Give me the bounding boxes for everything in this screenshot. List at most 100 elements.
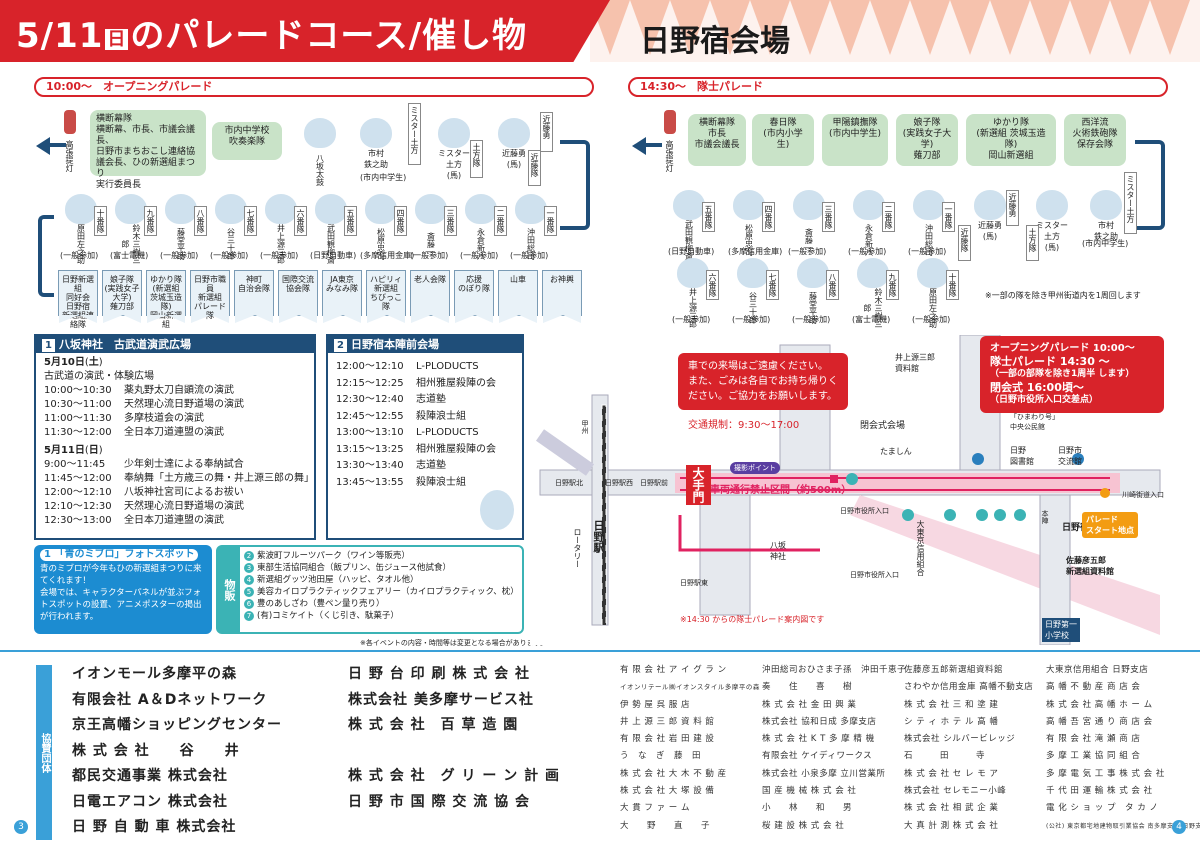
notice-callout: 車での来場はご遠慮ください。 また、ごみは各自でお持ち帰りく ださい。ご協力をお… xyxy=(678,353,848,410)
avatar xyxy=(853,190,885,220)
sponsor-name: う な ぎ 藤 田 xyxy=(620,751,702,762)
squad-tag: 八番隊 xyxy=(826,270,839,300)
sponsor-name: 沖田総司おひさま子孫 沖田千恵子 xyxy=(762,665,907,675)
tag-kondo: 近藤勇 xyxy=(540,112,553,152)
traffic-regulation: 交通規制：9:30～17:00 xyxy=(688,420,800,431)
team-bubble: 横断幕隊 市長 市議会議長 xyxy=(688,114,746,166)
schedule-time: 10:00～10:30 xyxy=(44,385,112,396)
schedule-time: 12:45～12:55 xyxy=(336,410,404,422)
sponsor-name: 高 幡 不 動 産 商 店 会 xyxy=(1046,682,1141,693)
squad-tag: 十番隊 xyxy=(94,206,107,236)
member-name: 藤堂平助 xyxy=(808,292,818,324)
vendor-number: 5 xyxy=(244,587,254,597)
squad-tag: 六番隊 xyxy=(294,206,307,236)
tag-kondo-team: 近藤隊 xyxy=(958,225,971,261)
schedule-event: 志道塾 xyxy=(416,460,446,471)
sponsor-name: 有 限 会 社 岩 田 建 設 xyxy=(620,734,715,745)
member-name: 武田観柳斎 xyxy=(684,220,694,260)
member-caption: (一般参加) xyxy=(848,247,887,256)
sponsor-name: 井 上 源 三 郎 資 料 館 xyxy=(620,716,715,727)
lantern-icon xyxy=(64,110,76,134)
kawasaki-road-label: 川崎街道入口 xyxy=(1122,491,1164,499)
schedule-time: 11:45～12:00 xyxy=(44,473,112,484)
schedule-callout: オープニングパレード 10:00～隊士パレード 14:30 ～（一部の部隊を除き… xyxy=(980,336,1164,413)
member-caption: (一般参加) xyxy=(160,251,199,260)
member-caption: (一般参加) xyxy=(788,247,827,256)
mascot-icon xyxy=(480,490,514,530)
team-bubble: 甲陽鎮撫隊 (市内中学生) xyxy=(822,114,888,166)
avatar xyxy=(677,258,709,288)
sponsor-name: さわやか信用金庫 高幡不動支店 xyxy=(904,682,1034,693)
flag-banner: 神町 自治会隊 xyxy=(234,270,274,323)
city-hall-entrance-label: 日野市役所入口 xyxy=(840,507,889,515)
member-name: 斎藤一 xyxy=(426,232,436,256)
sponsor-name: 株式会社 シルバービレッジ xyxy=(904,734,1016,745)
sponsor-name: 株 式 会 社 高 幡 ホ ー ム xyxy=(1046,699,1153,710)
venue-title: 日野宿会場 xyxy=(640,24,790,59)
kondo-isami-horse: 近藤勇 (馬) xyxy=(968,190,1012,242)
vendor-item: 7(有)コミケイト（くじ引き、駄菓子） xyxy=(244,610,519,622)
header-red-band xyxy=(0,0,610,62)
museum-label: 井上源三郎 資料館 xyxy=(895,353,935,373)
sponsor-name: 千 代 田 運 輸 株 式 会 社 xyxy=(1046,786,1153,797)
sponsor-name: シ テ ィ ホ テ ル 高 幡 xyxy=(904,716,999,727)
ichimura-tetsunosuke: 市村 鉄之助 xyxy=(1084,190,1128,242)
schedule-time: 13:30～13:40 xyxy=(336,460,404,471)
tag-mister-hijikata: ミスター土方 xyxy=(1124,172,1137,234)
vendor-name: 東部生活協同組合（飯プリン、缶ジュース他試食） xyxy=(257,563,451,573)
flag-banner: 国際交流 協会隊 xyxy=(278,270,318,323)
member-caption: (多摩信用金庫) xyxy=(360,251,415,260)
sponsor-name: 日 野 自 動 車 株式会社 xyxy=(72,819,237,835)
sponsor-name: 石 田 寺 xyxy=(904,751,986,762)
schedule-event: 相州雅屋殺陣の会 xyxy=(416,377,496,389)
parade-member: 武田観柳斎 xyxy=(314,194,348,264)
schedule-time: 10:30～11:00 xyxy=(44,399,112,410)
soldier-parade-bar: 14:30～ 隊士パレード xyxy=(628,77,1168,97)
tag-kondo-team: 近藤隊 xyxy=(528,150,541,186)
sponsor-name: 高 幡 吾 宮 通 り 商 店 会 xyxy=(1046,716,1153,727)
schedule-time: 9:00～11:45 xyxy=(44,459,106,470)
member-caption: (富士電機) xyxy=(110,251,149,260)
schedule-time: 12:00～12:10 xyxy=(336,361,404,372)
member-name: 谷三十郎 xyxy=(226,228,236,260)
otemon-label: 大手門 xyxy=(686,465,711,505)
caption-junior-high: (市内中学生) xyxy=(1082,239,1129,248)
squad-tag: 九番隊 xyxy=(886,270,899,300)
brass-band: 市内中学校 吹奏楽隊 xyxy=(212,122,282,160)
sponsor-name: 株 式 会 社 三 和 塗 建 xyxy=(904,699,999,710)
member-name: 沖田総司 xyxy=(526,228,536,260)
sponsor-name: 電 化 シ ョ ッ プ タ カ ノ xyxy=(1046,803,1159,814)
parade-member: 鈴木三樹三郎 xyxy=(114,194,148,264)
schedule-event: L-PLODUCTS xyxy=(416,361,479,372)
member-name: 井上源三郎 xyxy=(688,288,698,328)
schedule-time: 12:10～12:30 xyxy=(44,501,112,512)
squad-tag: 六番隊 xyxy=(706,270,719,300)
member-caption: (一般参加) xyxy=(912,315,951,324)
sponsor-name: 株式会社 協和日成 多摩支店 xyxy=(762,716,877,727)
signal-label: 日野駅北 xyxy=(555,479,583,487)
member-name: 永倉新八 xyxy=(864,224,874,256)
parade-member: 谷三十郎 xyxy=(736,258,770,328)
venue-map xyxy=(530,335,1170,645)
member-name: 武田観柳斎 xyxy=(326,224,336,264)
schedule-event: 殺陣浪士組 xyxy=(416,410,466,422)
avatar xyxy=(265,194,297,224)
sponsor-name: 大 貫 フ ァ ー ム xyxy=(620,803,691,814)
member-name: 井上源三郎 xyxy=(276,224,286,264)
parade-member: 井上源三郎 xyxy=(264,194,298,264)
tag-mister-hijikata: ミスター土方 xyxy=(408,103,421,165)
sponsor-name: 株 式 会 社 グ リ ー ン 計 画 xyxy=(348,768,560,784)
closing-ceremony-label: 閉会式会場 xyxy=(860,421,906,431)
vendor-number: 4 xyxy=(244,575,254,585)
hino-station-label: 日野駅 xyxy=(592,520,605,553)
member-caption: (日野自動車) xyxy=(310,251,357,260)
